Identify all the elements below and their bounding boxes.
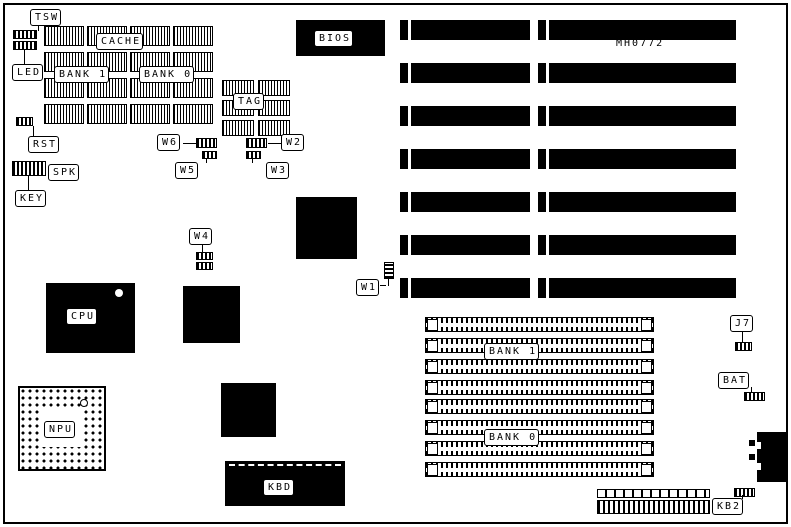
label-npu: NPU [44, 421, 76, 438]
label-w6: W6 [157, 134, 181, 151]
jumper-j7 [735, 342, 752, 351]
label-bios: BIOS [314, 30, 354, 47]
label-simm-bank1: BANK 1 [484, 343, 540, 360]
qfp-chip [296, 197, 357, 259]
callout-line [388, 279, 389, 286]
jumper-w3 [246, 151, 261, 159]
label-cache: CACHE [96, 33, 144, 50]
jumper-w1 [384, 262, 394, 279]
cache-chip [44, 104, 84, 124]
jumper-led [13, 41, 37, 50]
isa-slot-segment [400, 20, 530, 40]
isa-slot-segment [538, 149, 736, 169]
kbd-chip-notch [229, 464, 341, 466]
callout-line [202, 244, 203, 252]
cache-chip [173, 26, 213, 46]
keyboard-connector-pin [749, 440, 755, 446]
speaker-header [12, 161, 46, 176]
label-cache-bank0: BANK 0 [139, 66, 195, 83]
simm-socket [425, 317, 654, 332]
callout-line [742, 330, 743, 342]
isa-slot-segment [538, 20, 736, 40]
label-w5: W5 [175, 162, 199, 179]
label-simm-bank0: BANK 0 [484, 429, 540, 446]
callout-line [268, 143, 281, 144]
label-bat: BAT [718, 372, 750, 389]
label-cpu: CPU [66, 308, 98, 325]
label-led: LED [12, 64, 44, 81]
power-connector [597, 500, 710, 514]
isa-slot-segment [538, 192, 736, 212]
label-kb2: KB2 [712, 498, 744, 515]
label-w1: W1 [356, 279, 380, 296]
label-j7: J7 [730, 315, 754, 332]
callout-line [380, 285, 386, 286]
label-key: KEY [15, 190, 47, 207]
cpu-pin1-dot [115, 289, 123, 297]
cache-chip [87, 104, 127, 124]
simm-socket [425, 380, 654, 395]
label-rst: RST [28, 136, 60, 153]
isa-slot-segment [400, 235, 530, 255]
label-spk: SPK [48, 164, 80, 181]
jumper-w4 [196, 262, 213, 270]
simm-socket [425, 338, 654, 353]
cache-chip [44, 26, 84, 46]
isa-slot-segment [400, 192, 530, 212]
simm-socket [425, 420, 654, 435]
isa-slot-segment [538, 235, 736, 255]
qfp-chip [221, 383, 276, 437]
jumper-w2 [246, 138, 267, 148]
isa-slot-segment [400, 149, 530, 169]
label-cache-bank1: BANK 1 [54, 66, 110, 83]
tag-chip [258, 80, 290, 96]
board-outline [3, 3, 788, 524]
isa-slot-segment [400, 106, 530, 126]
jumper-w6 [196, 138, 217, 148]
part-number-text: MH0772 [616, 38, 665, 49]
callout-line [742, 495, 743, 499]
isa-slot-segment [400, 63, 530, 83]
jumper-tsw [13, 30, 37, 39]
callout-line [33, 126, 34, 136]
jumper-w4 [196, 252, 213, 260]
label-w2: W2 [281, 134, 305, 151]
qfp-chip [183, 286, 240, 343]
callout-line [751, 387, 752, 392]
isa-slot-segment [538, 63, 736, 83]
simm-socket [425, 399, 654, 414]
npu-socket [18, 386, 106, 471]
keyboard-connector [757, 432, 786, 482]
callout-line [28, 176, 29, 190]
simm-socket [425, 441, 654, 456]
kb2-header [734, 488, 755, 497]
jumper-w5 [202, 151, 217, 159]
callout-line [24, 50, 25, 64]
simm-socket [425, 462, 654, 477]
npu-pin1-mark [80, 399, 88, 407]
simm-socket [425, 359, 654, 374]
label-kbd: KBD [263, 479, 295, 496]
power-connector-pins [597, 489, 710, 498]
isa-slot-segment [538, 278, 736, 298]
label-w3: W3 [266, 162, 290, 179]
callout-line [183, 143, 196, 144]
label-tsw: TSW [30, 9, 62, 26]
callout-line [206, 158, 207, 163]
cache-chip [173, 104, 213, 124]
jumper-rst [16, 117, 33, 126]
callout-line [252, 158, 253, 163]
isa-slot-segment [400, 278, 530, 298]
label-tag: TAG [233, 93, 265, 110]
battery-header [744, 392, 765, 401]
label-w4: W4 [189, 228, 213, 245]
isa-slot-segment [538, 106, 736, 126]
cache-chip [130, 104, 170, 124]
callout-line [38, 25, 39, 31]
keyboard-connector-pin [749, 454, 755, 460]
tag-chip [222, 120, 254, 136]
tag-chip [258, 120, 290, 136]
